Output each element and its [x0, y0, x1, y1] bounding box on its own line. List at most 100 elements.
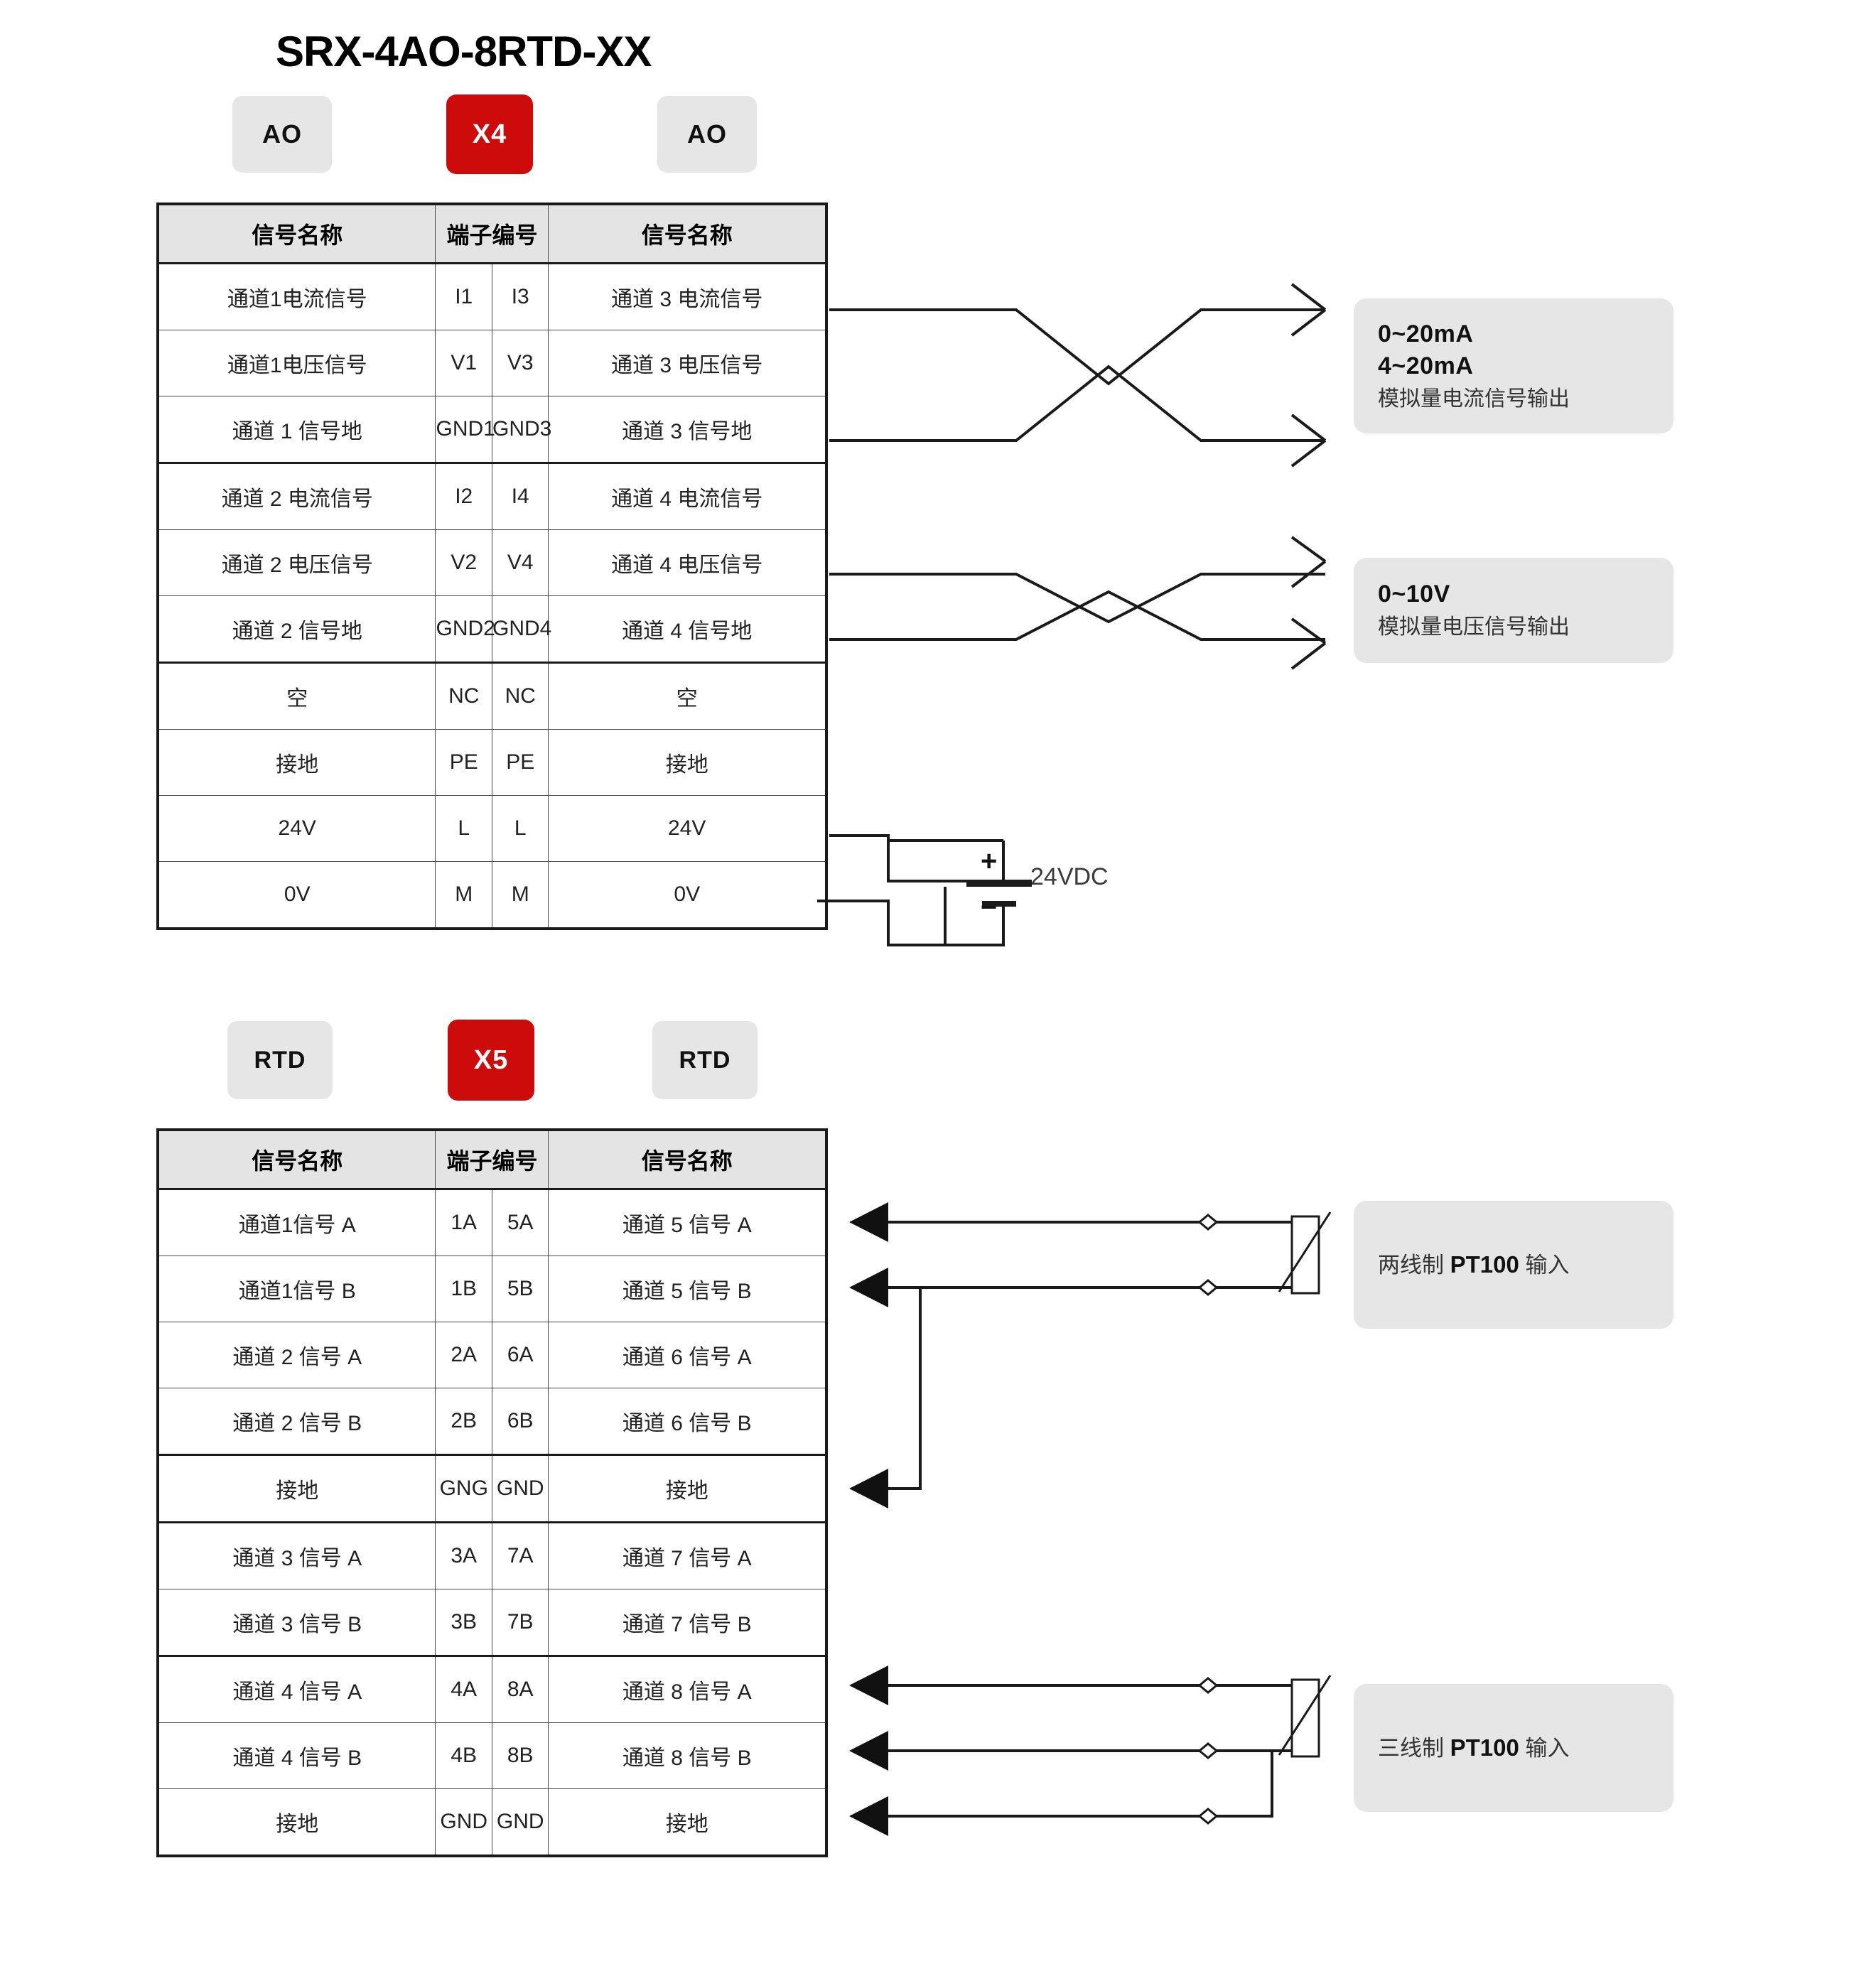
cell-left-terminal: V2 [435, 529, 492, 596]
arrowhead-2w-gnd [849, 1469, 888, 1508]
badge-ao-right: AO [657, 96, 757, 173]
cell-left-terminal: 3A [435, 1521, 492, 1589]
cell-right-signal: 24V [548, 795, 827, 862]
wire-power-positive [829, 834, 1003, 882]
cell-right-terminal: V4 [491, 529, 549, 596]
cell-right-terminal: M [491, 861, 549, 929]
arrowhead-current-bottom [1290, 414, 1327, 468]
badge-x4: X4 [446, 95, 533, 174]
wire-current-top [829, 308, 1325, 386]
cell-right-signal: 空 [548, 662, 827, 730]
cell-left-terminal: 1A [435, 1189, 492, 1256]
cell-left-terminal: 4A [435, 1655, 492, 1723]
terminal-diamond-3w-b [1197, 1742, 1219, 1759]
arrowhead-3w-b [849, 1731, 888, 1771]
arrowhead-3w-c [849, 1796, 888, 1836]
rtd-element-2wire [1290, 1215, 1320, 1295]
arrowhead-3w-a [849, 1665, 888, 1705]
cell-right-terminal: 6A [491, 1322, 549, 1388]
terminal-diamond-2w-b [1197, 1279, 1219, 1296]
cell-left-signal: 通道 2 信号 A [157, 1322, 436, 1388]
cell-left-signal: 通道 1 信号地 [157, 396, 436, 463]
two-wire-pt100-label: PT100 [1450, 1251, 1519, 1278]
cell-right-terminal: GND4 [491, 595, 551, 663]
cell-right-signal: 接地 [548, 729, 827, 796]
cell-left-terminal: GND1 [435, 396, 495, 463]
cell-right-signal: 通道 7 信号 A [548, 1521, 827, 1589]
wire-3w-c [853, 1751, 1273, 1818]
callout-three-wire-pt100: 三线制 PT100 输入 [1354, 1684, 1673, 1812]
cell-left-signal: 通道1电压信号 [157, 330, 436, 396]
wire-2w-gnd-branch [853, 1287, 922, 1490]
arrowhead-2w-b [849, 1268, 888, 1307]
terminal-diamond-3w-c [1197, 1808, 1219, 1825]
cell-right-terminal: GND [491, 1454, 549, 1523]
cell-right-signal: 通道 5 信号 A [548, 1189, 827, 1256]
cell-right-signal: 通道 3 电流信号 [548, 263, 827, 330]
cell-right-terminal: 5B [491, 1256, 549, 1322]
cell-left-terminal: 3B [435, 1589, 492, 1656]
three-wire-pt100-label: PT100 [1450, 1734, 1519, 1761]
badge-x5: X5 [448, 1020, 534, 1101]
wire-voltage-bottom [829, 590, 1325, 641]
cell-left-signal: 0V [157, 861, 436, 929]
table-header-row: 信号名称 端子编号 信号名称 [157, 1129, 827, 1190]
polarity-plus-label: + [981, 846, 998, 877]
cell-right-signal: 通道 7 信号 B [548, 1589, 827, 1656]
cell-left-terminal: NC [435, 662, 492, 730]
cell-left-signal: 通道1电流信号 [157, 263, 436, 330]
callout-range-0-20ma: 0~20mA [1378, 320, 1474, 347]
cell-right-terminal: 7B [491, 1589, 549, 1656]
wire-current-bottom [829, 365, 1325, 442]
cell-right-terminal: V3 [491, 330, 549, 396]
cell-right-terminal: GND3 [491, 396, 551, 463]
polarity-minus-label: − [981, 892, 998, 923]
arrowhead-voltage-bottom [1290, 617, 1327, 670]
cell-right-terminal: I4 [491, 462, 549, 530]
cell-left-signal: 通道 2 信号地 [157, 595, 436, 663]
cell-left-signal: 通道1信号 A [157, 1189, 436, 1256]
header-left-signal: 信号名称 [157, 1129, 436, 1190]
cell-right-signal: 通道 3 电压信号 [548, 330, 827, 396]
cell-right-terminal: 6B [491, 1388, 549, 1455]
wire-power-negative [817, 887, 947, 946]
cell-right-terminal: L [491, 795, 549, 862]
header-left-signal: 信号名称 [157, 203, 436, 264]
cell-left-signal: 通道 4 信号 A [157, 1655, 436, 1723]
callout-range-0-10v: 0~10V [1378, 581, 1450, 608]
cell-left-terminal: 4B [435, 1722, 492, 1789]
callout-two-wire-pt100: 两线制 PT100 输入 [1354, 1201, 1673, 1329]
callout-range-4-20ma: 4~20mA [1378, 352, 1474, 379]
power-supply-label: 24VDC [1030, 863, 1109, 890]
cell-left-terminal: 1B [435, 1256, 492, 1322]
cell-left-terminal: 2A [435, 1322, 492, 1388]
arrowhead-2w-a [849, 1202, 888, 1242]
callout-voltage-output: 0~10V 模拟量电压信号输出 [1354, 558, 1673, 663]
header-right-signal: 信号名称 [548, 203, 827, 264]
table-header-row: 信号名称 端子编号 信号名称 [157, 203, 827, 264]
cell-left-signal: 通道 2 电流信号 [157, 462, 436, 530]
cell-left-signal: 24V [157, 795, 436, 862]
cell-left-signal: 接地 [157, 1788, 436, 1857]
callout-voltage-desc: 模拟量电压信号输出 [1378, 615, 1570, 639]
page-title: SRX-4AO-8RTD-XX [276, 28, 652, 75]
cell-right-signal: 通道 8 信号 A [548, 1655, 827, 1723]
